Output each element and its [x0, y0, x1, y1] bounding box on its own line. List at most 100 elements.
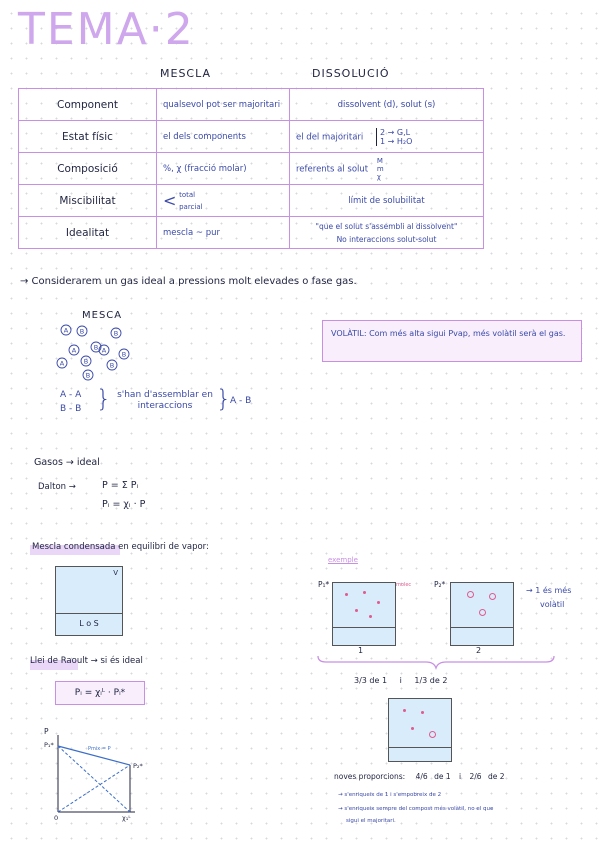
cell-dissolucio: límit de solubilitat	[289, 184, 484, 217]
interaction-pairs: A - A B - B	[60, 388, 81, 416]
volatile-note: → 1 és més volàtil	[526, 584, 571, 612]
graph-x1-label: χ₁ᴸ	[122, 814, 131, 822]
consider-line: → Considerarem un gas ideal a pressions …	[20, 276, 357, 287]
molecule	[467, 591, 474, 598]
row-label: Component	[18, 88, 157, 121]
particle-label: B	[114, 329, 118, 337]
cell-mescla: el dels components	[156, 120, 290, 153]
molecule	[479, 609, 486, 616]
ideality-text-2: No interaccions solut-solut	[336, 234, 437, 244]
molecule	[355, 609, 358, 612]
new-proportions-label: noves proporcions:	[334, 772, 406, 781]
beaker-equilibrium: V L o S	[55, 566, 123, 636]
particle-circle	[106, 359, 118, 371]
conclusion-2: → s'enriqueix sempre del compost més vol…	[338, 806, 494, 812]
mix-part-b: 1/3 de 2	[414, 676, 448, 685]
graph-p2-line	[57, 764, 131, 813]
column-header-mescla: MESCLA	[160, 67, 212, 80]
raoult-line: Llei de Raoult → si és ideal	[30, 656, 143, 666]
particle-label: B	[122, 350, 126, 358]
example-p2: P₂*	[434, 580, 446, 589]
row-label: Estat físic	[18, 120, 157, 153]
molecule	[489, 593, 496, 600]
particle-label: A	[60, 359, 65, 367]
row-label: Idealitat	[18, 216, 157, 249]
raoult-equation: Pᵢ = χᵢᴸ · Pᵢ*	[74, 688, 126, 698]
beaker-1-label: 1	[358, 646, 364, 655]
table-row: Estat físic el dels components el del ma…	[18, 120, 484, 153]
particle-circle	[56, 357, 68, 369]
condensada-line: Mescla condensada en equilibri de vapor:	[32, 542, 209, 552]
volatile-note-2: volàtil	[540, 600, 565, 609]
molecule	[403, 709, 406, 712]
cell-dissolucio-text: el del majoritari	[296, 132, 364, 142]
beaker-vapor-label: V	[113, 569, 118, 577]
unit-fraction: χ	[376, 172, 381, 181]
mix-and: i	[399, 676, 402, 685]
particle-circle	[60, 324, 72, 336]
beaker-example-2	[450, 582, 514, 646]
molecule	[421, 711, 424, 714]
particle-label: A	[64, 326, 69, 334]
molecule	[369, 615, 372, 618]
new-proportions: noves proporcions: 4/6 de 1 i 2/6 de 2	[334, 772, 504, 781]
graph-x0-label: 0	[54, 814, 59, 822]
liquid-level	[56, 613, 122, 614]
liquid-level	[333, 627, 395, 628]
pair-bb: B - B	[60, 404, 82, 414]
example-brace	[317, 655, 555, 671]
particle-circle	[76, 325, 88, 337]
mix-part-a: 3/3 de 1	[354, 676, 388, 685]
dalton-label: Dalton →	[38, 482, 76, 492]
particle-circle	[68, 344, 80, 356]
new-frac-2: 2/6	[469, 772, 482, 781]
graph-total-line	[57, 745, 131, 766]
particle-label: A	[102, 346, 107, 354]
state-brace: 2 → G,L 1 → H₂O	[376, 127, 412, 146]
molecule	[411, 727, 414, 730]
comparison-table: Component qualsevol pot ser majoritari d…	[18, 88, 484, 249]
interaction-note: s'han d'assemblar en interaccions	[117, 390, 213, 411]
cell-mescla: mescla ~ pur	[156, 216, 290, 249]
volatile-note-1: → 1 és més	[526, 586, 572, 595]
table-row: Miscibilitat < total parcial límit de so…	[18, 184, 484, 217]
table-row: Component qualsevol pot ser majoritari d…	[18, 88, 484, 121]
miscibility-total: total	[179, 190, 196, 199]
particle-circle	[90, 341, 102, 353]
graph-p-label: P	[44, 727, 49, 736]
gasos-line: Gasos → ideal	[34, 457, 100, 468]
new-frac-1: 4/6	[415, 772, 428, 781]
liquid-level	[451, 627, 513, 628]
conclusion-1: → s'enriqueix de 1 i s'empobreix de 2	[338, 792, 442, 798]
graph-p2-label: P₂*	[133, 762, 143, 770]
column-header-dissolucio: DISSOLUCIÓ	[312, 67, 390, 80]
example-label: exemple	[328, 556, 358, 564]
pair-aa: A - A	[60, 390, 82, 400]
particle-circle	[110, 327, 122, 339]
beaker-liquid-label: L o S	[79, 619, 99, 628]
highlight	[30, 545, 120, 555]
particle-label: A	[72, 346, 77, 354]
cell-mescla: qualsevol pot ser majoritari	[156, 88, 290, 121]
pair-ab: A - B	[230, 396, 252, 406]
raoult-graph	[57, 735, 135, 813]
mesca-label: MESCA	[82, 310, 123, 321]
cell-dissolucio: el del majoritari 2 → G,L 1 → H₂O	[289, 120, 484, 153]
graph-p1-line	[57, 745, 131, 813]
page-title: TEMA·2	[18, 4, 195, 55]
dalton-eq1: P = Σ Pᵢ	[102, 480, 139, 491]
molecule	[345, 593, 348, 596]
volatil-box: VOLÀTIL: Com més alta sigui Pvap, més vo…	[322, 320, 582, 362]
liquid-level	[389, 747, 451, 748]
beaker-2-label: 2	[476, 646, 482, 655]
particle-label: B	[110, 361, 114, 369]
conclusion-3: sigui el majoritari.	[346, 818, 396, 824]
example-molec: molec	[396, 582, 412, 588]
particle-label: B	[94, 343, 98, 351]
beaker-mix	[388, 698, 452, 762]
new-and: i	[459, 772, 462, 781]
raoult-box: Pᵢ = χᵢᴸ · Pᵢ*	[55, 681, 145, 705]
